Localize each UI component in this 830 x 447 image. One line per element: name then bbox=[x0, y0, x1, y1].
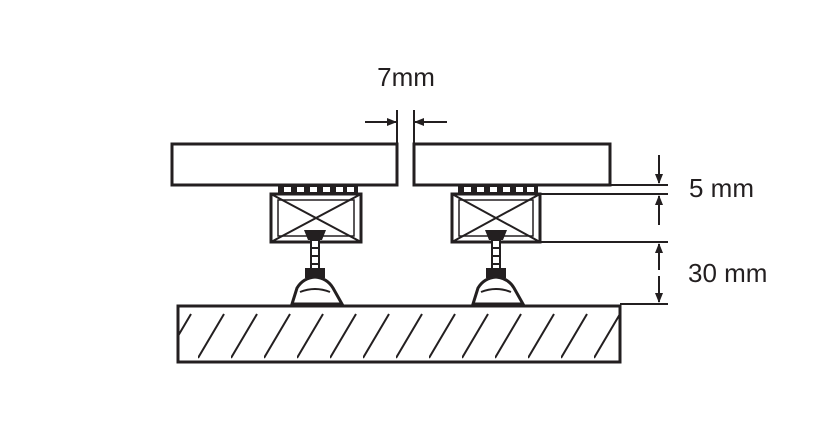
joint-gap-label: 7mm bbox=[377, 62, 435, 92]
deck-board-left bbox=[170, 142, 399, 187]
pedestal-right bbox=[450, 185, 542, 306]
deck-board-right bbox=[412, 142, 612, 187]
bearer-gap-label: 5 mm bbox=[689, 173, 754, 203]
base-slab bbox=[176, 304, 622, 364]
pedestal-height-label: 30 mm bbox=[688, 258, 767, 288]
pedestal-left bbox=[269, 185, 363, 306]
